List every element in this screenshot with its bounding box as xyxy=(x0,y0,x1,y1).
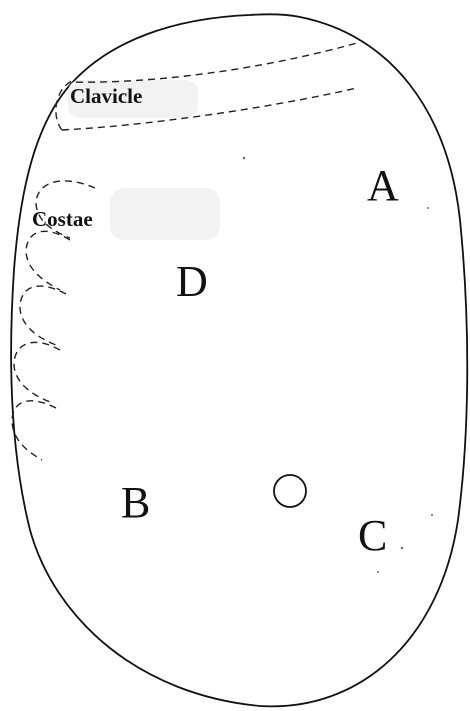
body-outline xyxy=(11,14,467,706)
clavicle-label: Clavicle xyxy=(70,84,142,108)
costae-label: Costae xyxy=(32,207,93,231)
region-label-a: A xyxy=(367,161,399,210)
region-label-c: C xyxy=(358,511,387,560)
marker-circle xyxy=(274,475,306,507)
region-label-b: B xyxy=(121,478,150,527)
specks xyxy=(243,157,433,573)
region-label-d: D xyxy=(176,257,208,306)
costae-label-smudge xyxy=(110,188,220,240)
